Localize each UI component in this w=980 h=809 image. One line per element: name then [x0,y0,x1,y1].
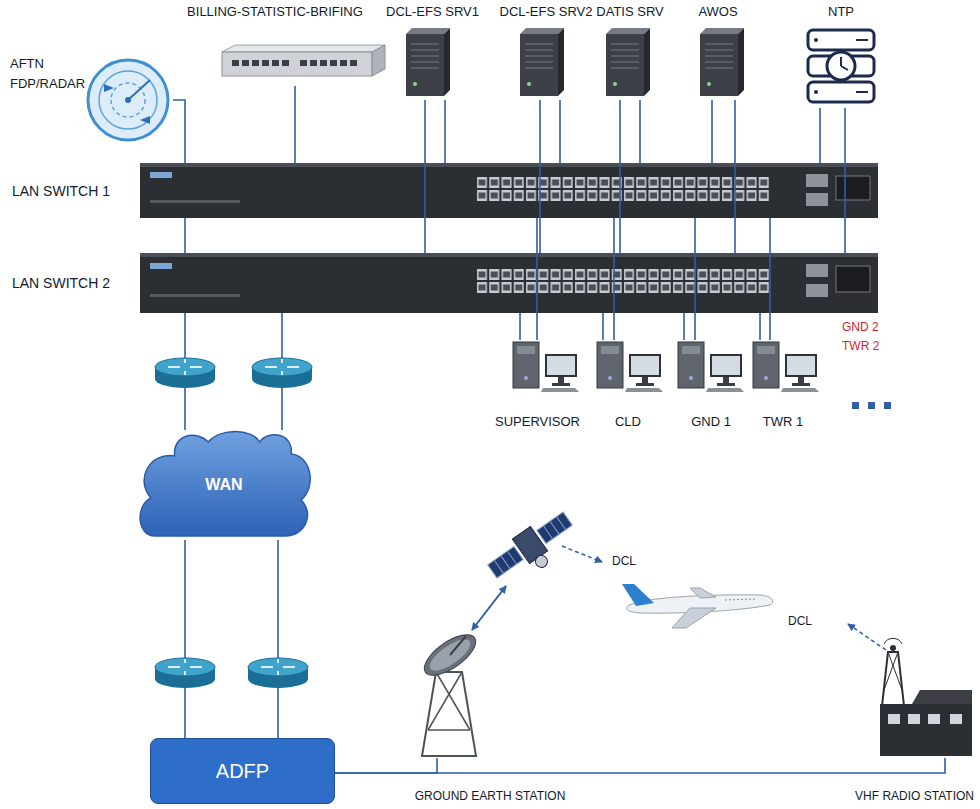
server-node: AWOS [690,4,746,100]
server-icon [700,28,744,96]
airplane-icon [622,584,773,628]
network-link [424,100,426,253]
node-label: BILLING-STATISTIC-BRIFING [187,4,363,20]
switch-node: LAN SWITCH 2 [8,253,878,313]
node-label: WAN [205,477,242,493]
radio-station-node: VHF RADIO STATION [872,636,974,758]
workstation-icon [678,342,744,392]
router-icon [252,358,312,388]
switch-chassis [140,163,878,218]
router-icon [155,658,215,688]
adfp-box: ADFP [150,738,335,804]
switch-chassis [140,253,878,313]
network-link [173,100,185,163]
datalink-arrow [562,546,602,562]
network-link [277,540,279,738]
ntp-icon [808,30,874,102]
workstation-node: SUPERVISOR [485,340,590,430]
network-link [602,313,604,340]
dish-antenna [418,627,482,756]
ntp-node: NTP [800,4,882,108]
network-link [184,218,186,253]
workstation-node: GND 1 [675,340,747,430]
server-icon [606,28,650,96]
network-link [844,108,846,253]
link-label: DCL [788,614,812,629]
node-label: TWR 1 [763,414,803,430]
earth-station-node: GROUND EARTH STATION [412,615,480,758]
link-arrow [472,586,506,630]
node-label: ADFP [216,763,269,779]
network-link [711,100,713,163]
cloud-outline [140,432,310,537]
network-link [539,100,541,253]
more-dots [852,402,891,409]
node-label: SUPERVISOR [495,414,580,430]
node-label: DATIS SRV [596,4,663,20]
router-icon [248,658,308,688]
network-link [444,100,446,163]
network-link [694,218,696,340]
network-link [519,313,521,340]
radar-icon [88,60,168,140]
node-label: VHF RADIO STATION [855,789,974,803]
patch-panel-node: BILLING-STATISTIC-BRIFING [160,4,390,86]
node-label: LAN SWITCH 2 [12,275,110,291]
node-label: CLD [615,414,641,430]
datalink-arrow [848,624,886,650]
workstation-node: CLD [595,340,661,430]
server-node: DCL-EFS SRV1 [383,4,482,100]
patch-panel [222,45,385,76]
node-label: DCL-EFS SRV1 [386,4,479,20]
node-label: LAN SWITCH 1 [12,183,110,199]
network-link [734,100,736,253]
network-link [613,218,615,340]
router-icon [155,358,215,388]
node-label: GROUND EARTH STATION [415,789,566,803]
server-icon [520,28,564,96]
network-link [683,313,685,340]
satellite-icon [484,506,583,592]
node-label: NTP [828,4,854,20]
network-link [769,218,771,340]
server-icon [406,28,450,96]
workstation-icon [753,342,819,392]
node-label: GND 1 [691,414,731,430]
network-link [294,86,296,163]
switch-node: LAN SWITCH 1 [8,163,878,218]
radar-node: AFTN FDP/RADAR [8,40,173,150]
link-label: DCL [612,554,636,569]
network-link [759,313,761,340]
workstation-icon [513,342,579,392]
network-link [639,100,641,163]
network-link [184,540,186,738]
node-label: AFTN FDP/RADAR [10,54,90,94]
network-link [335,758,945,773]
network-link [619,100,621,253]
radio-tower [880,638,972,756]
network-link [819,108,821,163]
link-label: TWR 2 [842,339,879,354]
network-link [335,758,437,773]
node-label: AWOS [698,4,737,20]
wan-cloud: WAN [135,430,313,540]
server-node: DATIS SRV [593,4,667,100]
node-label: DCL-EFS SRV2 [500,4,593,20]
link-label: GND 2 [842,320,879,335]
network-link [536,218,538,340]
network-link [559,100,561,163]
workstation-node: TWR 1 [750,340,816,430]
server-node: DCL-EFS SRV2 [497,4,596,100]
workstation-icon [597,342,663,392]
